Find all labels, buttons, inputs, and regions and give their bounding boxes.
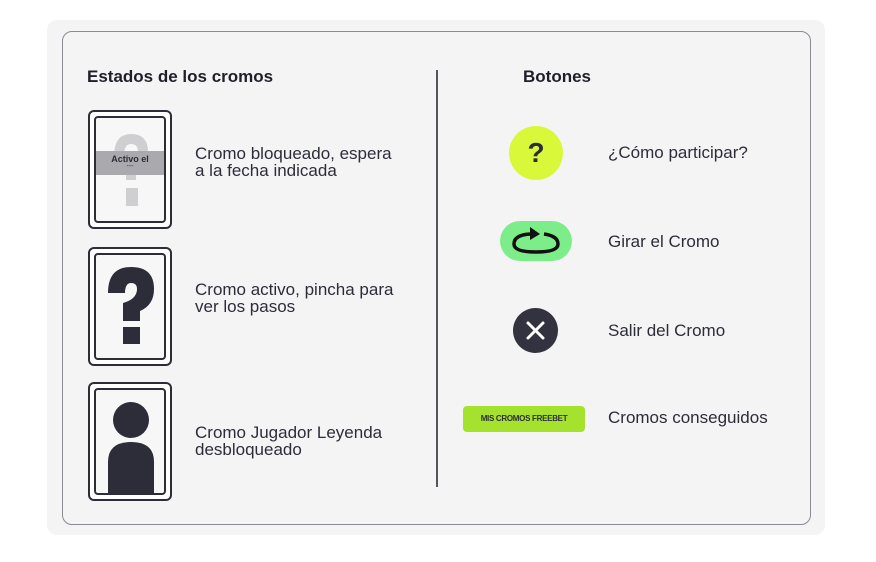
legend-player-card (88, 382, 172, 501)
active-card-label: Cromo activo, pincha para ver los pasos (195, 280, 394, 316)
legend-frame (62, 31, 811, 525)
active-card (88, 247, 172, 366)
question-icon: ? (527, 137, 544, 168)
states-heading: Estados de los cromos (87, 67, 274, 86)
player-silhouette-icon (108, 402, 154, 493)
svg-text:?: ? (527, 137, 544, 168)
close-button[interactable] (513, 308, 558, 353)
rotate-icon (512, 227, 560, 254)
locked-card: Activo el --- (88, 110, 172, 229)
my-cards-label: Cromos conseguidos (608, 408, 768, 427)
my-cards-button[interactable]: MIS CROMOS FREEBET (463, 406, 585, 432)
close-icon (526, 321, 545, 340)
locked-date-badge: Activo el --- (96, 151, 164, 175)
locked-card-label: Cromo bloqueado, espera a la fecha indic… (195, 144, 392, 180)
legend-card-label: Cromo Jugador Leyenda desbloqueado (195, 423, 383, 459)
divider (436, 70, 438, 487)
help-label: ¿Cómo participar? (608, 143, 748, 162)
question-icon (108, 267, 154, 344)
rotate-label: Girar el Cromo (608, 232, 720, 251)
rotate-button[interactable] (500, 221, 572, 261)
buttons-heading: Botones (523, 67, 591, 86)
close-label: Salir del Cromo (608, 321, 726, 340)
help-button[interactable]: ? (509, 126, 563, 180)
question-icon (114, 134, 148, 206)
